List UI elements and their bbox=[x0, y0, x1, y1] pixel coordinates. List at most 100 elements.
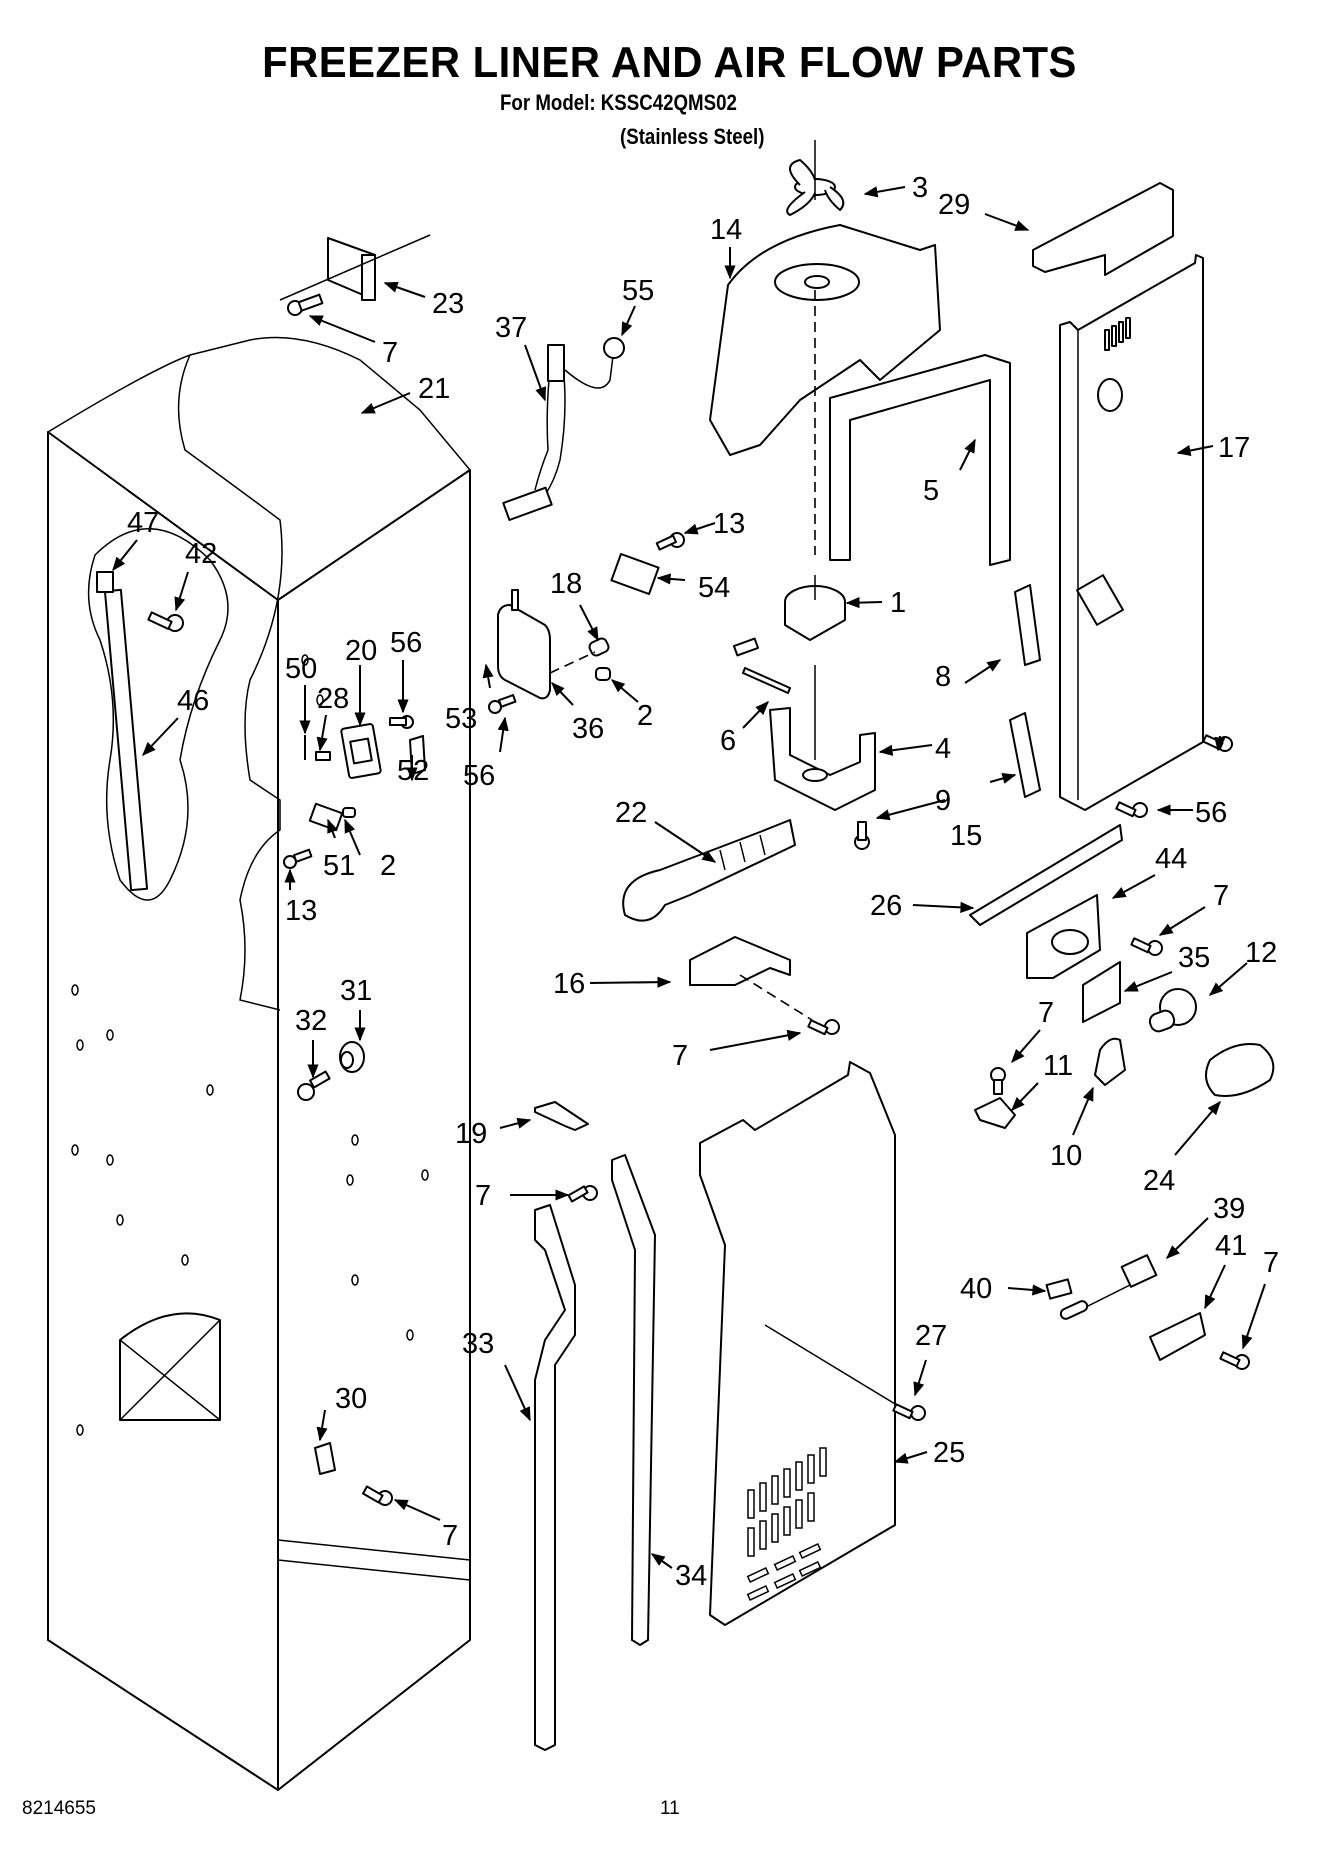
screw-icon bbox=[287, 293, 324, 316]
callout-16: 16 bbox=[553, 968, 585, 1000]
screw-icon bbox=[147, 611, 184, 632]
clip-40 bbox=[1045, 1278, 1073, 1300]
thermistor-39 bbox=[1059, 1254, 1158, 1320]
callout-17: 17 bbox=[1218, 432, 1250, 464]
callout-32: 32 bbox=[295, 1005, 327, 1037]
rear-panel-17 bbox=[1059, 254, 1204, 811]
callout-56: 56 bbox=[463, 760, 495, 792]
callout-7: 7 bbox=[672, 1040, 688, 1072]
callout-10: 10 bbox=[1050, 1140, 1082, 1172]
control-housing-20 bbox=[340, 723, 382, 779]
clip-11 bbox=[974, 1097, 1016, 1129]
callout-41: 41 bbox=[1215, 1230, 1247, 1262]
callout-28: 28 bbox=[317, 683, 349, 715]
callout-7: 7 bbox=[1038, 997, 1054, 1029]
leader-lines bbox=[112, 186, 1266, 1569]
callout-27: 27 bbox=[915, 1320, 947, 1352]
trim-26 bbox=[969, 824, 1123, 926]
wire-harness-37 bbox=[502, 337, 625, 521]
callout-labels: 3 29 14 23 7 21 37 55 17 5 13 54 1 18 47… bbox=[127, 172, 1279, 1592]
light-shield-24 bbox=[1205, 1043, 1275, 1097]
callout-54: 54 bbox=[698, 572, 730, 604]
damper-board-54 bbox=[610, 553, 660, 595]
callout-7: 7 bbox=[475, 1180, 491, 1212]
callout-39: 39 bbox=[1213, 1193, 1245, 1225]
rail-34 bbox=[611, 1154, 656, 1646]
gasket-5 bbox=[829, 354, 1011, 566]
light-bulb-12 bbox=[1148, 988, 1197, 1033]
callout-13: 13 bbox=[713, 508, 745, 540]
callout-47: 47 bbox=[127, 507, 159, 539]
cover-29 bbox=[1032, 182, 1174, 276]
callout-1: 1 bbox=[890, 587, 906, 619]
screw-icon bbox=[655, 532, 685, 551]
screw-icon bbox=[1130, 937, 1163, 956]
screw-icon bbox=[1115, 801, 1148, 818]
callout-24: 24 bbox=[1143, 1165, 1175, 1197]
callout-8: 8 bbox=[935, 661, 951, 693]
fan-motor-1 bbox=[732, 575, 846, 657]
plug-2 bbox=[595, 667, 611, 681]
liner-holes bbox=[71, 654, 429, 1436]
callout-23: 23 bbox=[432, 288, 464, 320]
callout-44: 44 bbox=[1155, 843, 1187, 875]
duct-22 bbox=[622, 819, 796, 922]
callout-4: 4 bbox=[935, 733, 951, 765]
callout-56: 56 bbox=[390, 627, 422, 659]
callout-35: 35 bbox=[1178, 942, 1210, 974]
callout-50: 50 bbox=[285, 653, 317, 685]
callout-15: 15 bbox=[950, 820, 982, 852]
clip-28 bbox=[315, 751, 331, 761]
screw-icon bbox=[892, 1403, 926, 1421]
rail-33 bbox=[534, 1204, 576, 1751]
screw-icon bbox=[362, 1485, 393, 1506]
callout-7: 7 bbox=[1213, 880, 1229, 912]
screw-icon bbox=[567, 1185, 598, 1203]
finish-label: (Stainless Steel) bbox=[620, 124, 765, 149]
callout-20: 20 bbox=[345, 635, 377, 667]
callout-36: 36 bbox=[572, 713, 604, 745]
callout-25: 25 bbox=[933, 1437, 965, 1469]
callout-42: 42 bbox=[185, 538, 217, 570]
page-number: 11 bbox=[660, 1798, 680, 1819]
vent-slots bbox=[746, 1447, 827, 1601]
model-number: For Model: KSSC42QMS02 bbox=[500, 90, 737, 115]
fan-shroud-14 bbox=[709, 224, 941, 456]
callout-7: 7 bbox=[1263, 1247, 1279, 1279]
callout-3: 3 bbox=[912, 172, 928, 204]
screw-icon bbox=[389, 715, 414, 729]
screw-icon bbox=[990, 1067, 1006, 1095]
label-19 bbox=[534, 1101, 589, 1131]
callout-7: 7 bbox=[382, 337, 398, 369]
callout-34: 34 bbox=[675, 1560, 707, 1592]
screw-icon bbox=[283, 848, 313, 869]
callout-31: 31 bbox=[340, 975, 372, 1007]
callout-19: 19 bbox=[455, 1118, 487, 1150]
callout-29: 29 bbox=[938, 189, 970, 221]
callout-37: 37 bbox=[495, 312, 527, 344]
motor-bracket-4 bbox=[769, 707, 876, 811]
screw-icon bbox=[1219, 1351, 1250, 1370]
callout-22: 22 bbox=[615, 797, 647, 829]
callout-30: 30 bbox=[335, 1383, 367, 1415]
callout-9: 9 bbox=[935, 785, 951, 817]
callout-2: 2 bbox=[637, 700, 653, 732]
callout-40: 40 bbox=[960, 1273, 992, 1305]
bracket-23 bbox=[279, 234, 431, 301]
callout-12: 12 bbox=[1245, 937, 1277, 969]
callout-52: 52 bbox=[397, 755, 429, 787]
document-number: 8214655 bbox=[22, 1798, 96, 1819]
bracket-47 bbox=[96, 571, 114, 593]
bracket-6 bbox=[742, 667, 791, 694]
gasket-35 bbox=[1082, 961, 1121, 1023]
duct-bracket-16 bbox=[689, 936, 791, 986]
callout-33: 33 bbox=[462, 1328, 494, 1360]
damper-36 bbox=[497, 589, 551, 700]
vent-8 bbox=[1014, 584, 1041, 666]
freezer-liner bbox=[47, 336, 471, 1791]
screw-icon bbox=[807, 1019, 840, 1036]
callout-7: 7 bbox=[442, 1520, 458, 1552]
callout-46: 46 bbox=[177, 685, 209, 717]
callout-5: 5 bbox=[923, 475, 939, 507]
